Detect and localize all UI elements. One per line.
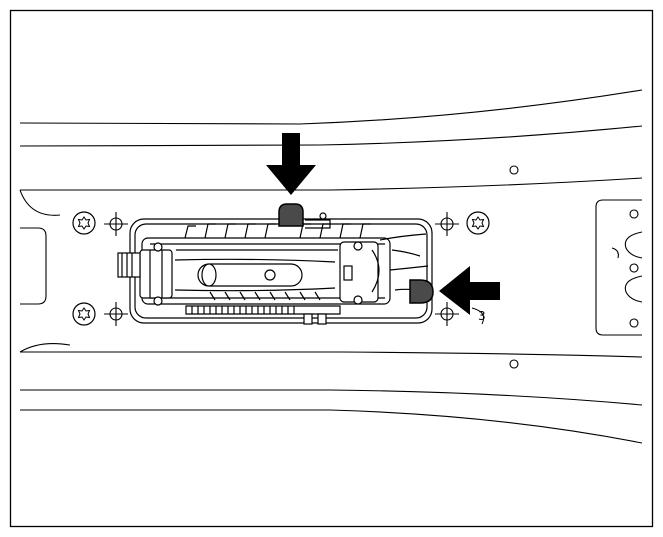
- diagram-frame: [9, 9, 654, 528]
- panel-lines: [19, 89, 643, 444]
- crosshair-mount-icon: [104, 302, 128, 326]
- arrow-down-top-clip: [266, 133, 316, 195]
- callout-arc: [471, 307, 485, 325]
- torx-screw-icon: [72, 211, 96, 235]
- rivet-hole-icon: [629, 318, 639, 328]
- side-release-clip: [409, 279, 434, 304]
- crosshair-mount-icon: [104, 212, 128, 236]
- rivet-hole-icon: [629, 263, 639, 273]
- rivet-hole-icon: [629, 209, 639, 219]
- rivet-hole-icon: [509, 359, 519, 369]
- torx-screw-icon: [466, 211, 490, 235]
- crosshair-mount-icon: [435, 302, 459, 326]
- crosshair-mount-icon: [435, 212, 459, 236]
- mechanism-housing: [117, 212, 433, 325]
- callout-number: 3: [478, 309, 486, 323]
- top-release-clip: [278, 203, 304, 227]
- arrow-left-side-clip: [439, 266, 500, 315]
- torx-screw-icon: [72, 302, 96, 326]
- right-side-panel: [595, 199, 643, 336]
- rivet-hole-icon: [509, 165, 519, 175]
